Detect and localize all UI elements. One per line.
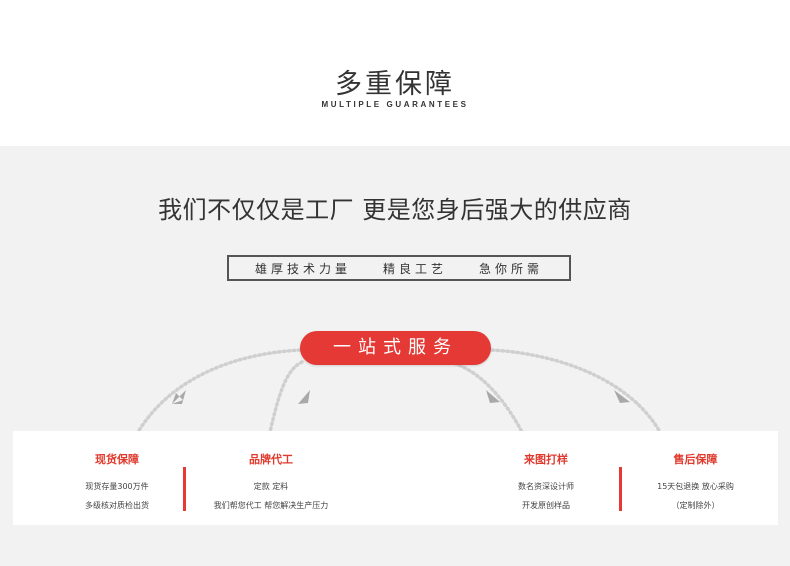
tag-urgent: 急你所需 [478, 261, 543, 276]
divider [619, 467, 622, 511]
divider [183, 467, 186, 511]
feature-line: 数名资深设计师 [518, 482, 574, 491]
tags-box: 雄厚技术力量 精良工艺 急你所需 [227, 255, 571, 281]
feature-line: 现货存量300万件 [85, 482, 149, 491]
feature-oem: 品牌代工 定款 定料 我们帮您代工 帮您解决生产压力 [201, 451, 341, 515]
arc-right-inner [448, 360, 524, 434]
section-subtitle: MULTIPLE GUARANTEES [321, 100, 469, 109]
arrow-icon [486, 390, 500, 403]
feature-after-sales: 售后保障 15天包退换 放心采购 （定制除外） [638, 451, 753, 515]
tag-technology: 雄厚技术力量 [254, 261, 351, 276]
feature-sampling: 来图打样 数名资深设计师 开发原创样品 [498, 451, 594, 515]
headline: 我们不仅仅是工厂 更是您身后强大的供应商 [158, 196, 632, 224]
feature-line: 15天包退换 放心采购 [657, 482, 734, 491]
feature-line: 定款 定料 [253, 482, 289, 491]
one-stop-service-badge: 一站式服务 [300, 331, 491, 365]
feature-title: 来图打样 [524, 453, 568, 466]
arc-left-outer [136, 348, 302, 434]
feature-title: 售后保障 [673, 453, 718, 466]
feature-line: 开发原创样品 [522, 501, 570, 510]
arc-left-inner [268, 360, 304, 434]
connector-arcs [136, 348, 662, 434]
feature-title: 品牌代工 [249, 453, 293, 466]
arc-right-outer [490, 348, 662, 434]
feature-stock: 现货保障 现货存量300万件 多级核对质检出货 [69, 451, 165, 515]
header-section: 多重保障 MULTIPLE GUARANTEES [0, 0, 790, 146]
tag-craftsmanship: 精良工艺 [382, 261, 447, 276]
arrow-icon [614, 390, 630, 403]
feature-line: （定制除外） [671, 501, 720, 510]
arrow-icon [172, 390, 186, 404]
feature-title: 现货保障 [95, 453, 139, 466]
arrow-icon [298, 390, 310, 404]
section-title: 多重保障 [335, 69, 455, 100]
feature-line: 多级核对质检出货 [85, 501, 149, 510]
feature-line: 我们帮您代工 帮您解决生产压力 [213, 501, 329, 510]
features-panel: 现货保障 现货存量300万件 多级核对质检出货 品牌代工 定款 定料 我们帮您代… [13, 431, 778, 525]
